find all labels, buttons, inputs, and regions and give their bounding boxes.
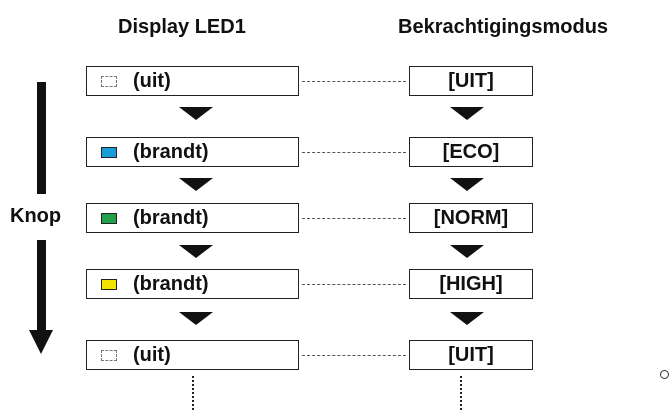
mode-step-arrow <box>450 245 484 258</box>
led-state-text: (brandt) <box>133 272 209 295</box>
mode-text: [UIT] <box>448 69 494 92</box>
led-off-icon <box>101 75 117 87</box>
mode-box: [NORM] <box>409 203 533 233</box>
led-state-box: (uit) <box>86 340 299 370</box>
mode-text: [ECO] <box>442 140 500 163</box>
led-step-arrow <box>179 245 213 258</box>
led-step-arrow <box>179 178 213 191</box>
led-step-arrow <box>179 107 213 120</box>
button-arrow-head <box>29 330 53 354</box>
button-arrow-shaft-lower <box>37 240 46 334</box>
led-column-header: Display LED1 <box>118 16 246 38</box>
led-state-box: (brandt) <box>86 203 299 233</box>
led-state-text: (brandt) <box>133 206 209 229</box>
mode-column-header: Bekrachtigingsmodus <box>398 16 609 38</box>
button-arrow-shaft-upper <box>37 82 46 194</box>
led-state-box: (brandt) <box>86 269 299 299</box>
mode-box: [UIT] <box>409 66 533 96</box>
connector-line <box>302 81 406 82</box>
led-step-arrow <box>179 312 213 325</box>
connector-line <box>302 355 406 356</box>
mode-text: [NORM] <box>433 206 509 229</box>
led-continuation-dots <box>192 376 194 410</box>
mode-step-arrow <box>450 312 484 325</box>
led-state-text: (uit) <box>133 343 171 366</box>
mode-continuation-dots <box>460 376 462 410</box>
led-yellow-icon <box>101 278 117 290</box>
connector-line <box>302 284 406 285</box>
led-state-text: (uit) <box>133 69 171 92</box>
mode-step-arrow <box>450 107 484 120</box>
led-blue-icon <box>101 146 117 158</box>
circle-marker-icon <box>660 370 669 379</box>
led-green-icon <box>101 212 117 224</box>
mode-step-arrow <box>450 178 484 191</box>
mode-box: [UIT] <box>409 340 533 370</box>
button-label: Knop <box>10 205 62 227</box>
led-off-icon <box>101 349 117 361</box>
mode-text: [HIGH] <box>439 272 503 295</box>
led-state-text: (brandt) <box>133 140 209 163</box>
mode-box: [ECO] <box>409 137 533 167</box>
mode-box: [HIGH] <box>409 269 533 299</box>
mode-text: [UIT] <box>448 343 494 366</box>
led-state-box: (uit) <box>86 66 299 96</box>
led-state-box: (brandt) <box>86 137 299 167</box>
connector-line <box>302 152 406 153</box>
connector-line <box>302 218 406 219</box>
